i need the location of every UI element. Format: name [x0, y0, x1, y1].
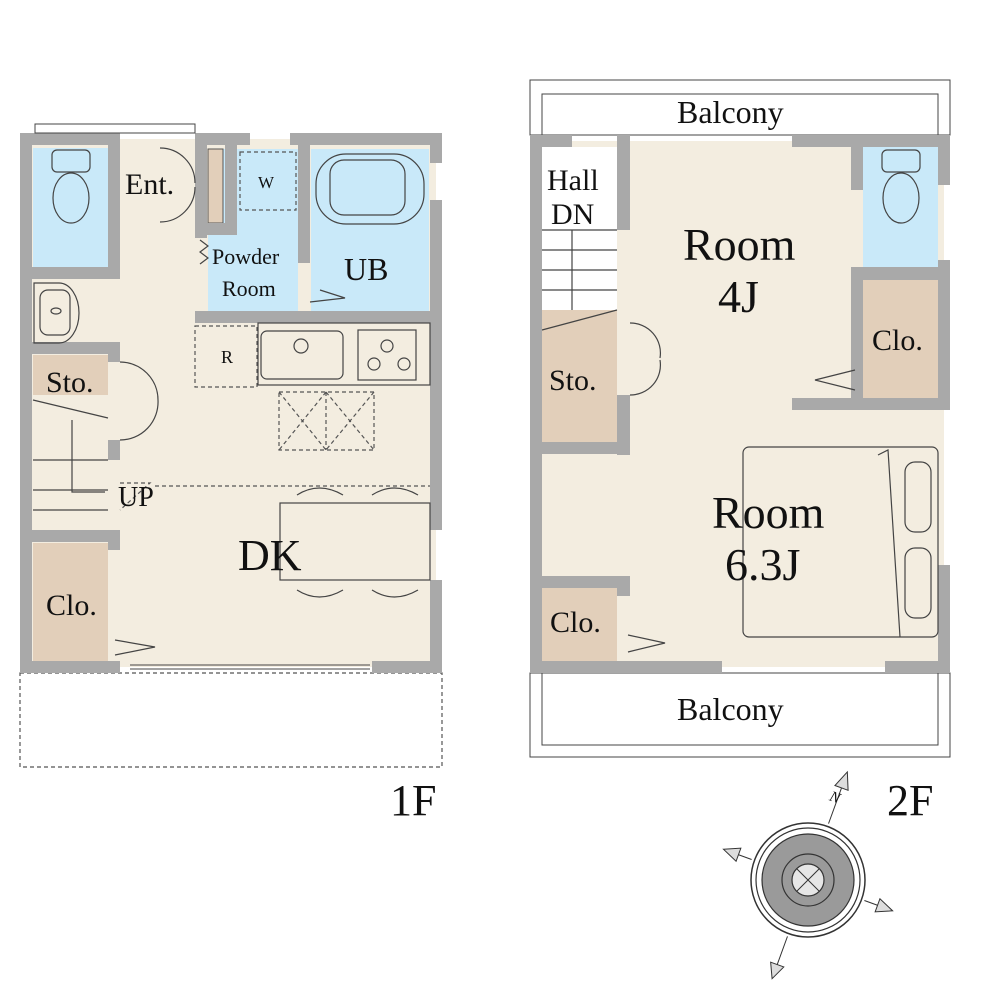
- sink-icon: [33, 282, 80, 344]
- floor-2: Hall DN Room 4J Clo. Sto. Room 6.3J Clo.…: [529, 79, 951, 825]
- compass-icon: N: [722, 770, 894, 980]
- dining-table: [279, 487, 431, 598]
- label-hall: Hall: [547, 164, 599, 197]
- walls-1f: [20, 133, 442, 673]
- label-fridge: R: [221, 347, 233, 367]
- stairs-2f: [541, 229, 618, 331]
- label-powder-2: Room: [222, 276, 276, 301]
- floor-1: Ent. W Powder Room UB R Sto. UP DK Clo. …: [19, 123, 443, 825]
- toilet-1f: [33, 148, 108, 267]
- hall-2f: [542, 147, 617, 310]
- label-up: UP: [118, 482, 154, 513]
- kitchen-sink-icon: [260, 330, 344, 380]
- bathtub-icon: [315, 153, 425, 225]
- closet-left-2f: [542, 588, 617, 661]
- bed: [742, 446, 939, 638]
- toilet-2f: [863, 147, 938, 267]
- label-closet-1f: Clo.: [46, 589, 97, 622]
- label-balcony-bottom: Balcony: [677, 691, 784, 727]
- floor-2-label: 2F: [887, 776, 933, 825]
- washer-outline: [239, 151, 297, 211]
- bathroom: [311, 149, 429, 311]
- label-dk: DK: [238, 531, 302, 580]
- storage-2f: [542, 310, 617, 442]
- fridge-outline: [194, 325, 258, 388]
- stove-icon: [357, 329, 417, 381]
- shoe-cabinet: [207, 148, 224, 224]
- label-room-63j-1: Room: [712, 487, 825, 538]
- label-storage-2f: Sto.: [549, 364, 597, 397]
- label-bath: UB: [344, 251, 388, 287]
- label-powder-1: Powder: [212, 244, 280, 269]
- doors-2f: [627, 322, 856, 653]
- toilet-icon: [51, 149, 91, 224]
- compass-north-label: N: [826, 788, 843, 807]
- label-storage-1f: Sto.: [46, 366, 94, 399]
- label-down: DN: [551, 198, 594, 231]
- label-room-4j-2: 4J: [718, 271, 759, 322]
- kitchen-counter: [257, 322, 431, 386]
- label-room-4j-1: Room: [683, 219, 796, 270]
- label-washer: W: [258, 173, 275, 192]
- label-closet-left: Clo.: [550, 606, 601, 639]
- window-top-1f: [34, 123, 196, 134]
- label-entrance: Ent.: [125, 168, 174, 201]
- floor-1-label: 1F: [390, 776, 436, 825]
- walls-2f: [530, 135, 950, 673]
- label-balcony-top: Balcony: [677, 94, 784, 130]
- toilet-icon-2f: [881, 149, 921, 224]
- label-closet-right: Clo.: [872, 324, 923, 357]
- range-hood-outline: [278, 391, 375, 451]
- balcony-bottom: [529, 672, 951, 758]
- doors-1f: [114, 147, 346, 656]
- closet-right-2f: [863, 280, 938, 398]
- storage-1f: [33, 355, 108, 395]
- stairs-1f: [32, 399, 430, 511]
- porch-outline: [19, 672, 443, 768]
- closet-1f: [33, 543, 108, 661]
- label-room-63j-2: 6.3J: [725, 539, 800, 590]
